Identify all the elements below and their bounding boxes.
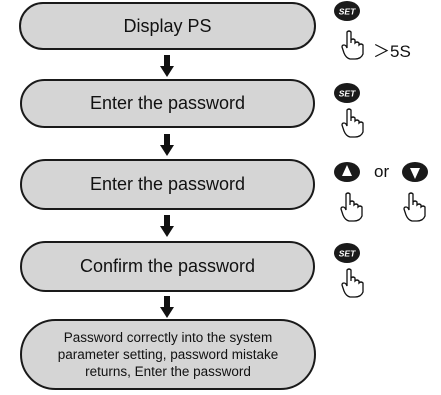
step-display-ps: Display PS (19, 2, 316, 50)
set-button-icon: SET (334, 83, 360, 103)
step-result: Password correctly into the system param… (20, 319, 316, 390)
pointing-hand-icon (403, 192, 426, 222)
pointing-hand-icon (341, 108, 364, 138)
step-label: Password correctly into the system param… (57, 330, 279, 379)
or-text: or (374, 162, 390, 181)
step-label: Display PS (123, 15, 212, 36)
step-confirm-password: Confirm the password (20, 241, 315, 292)
step-enter-password-arrows: Enter the password (20, 159, 315, 210)
down-button-icon (402, 162, 428, 182)
set-button-label: SET (339, 89, 356, 99)
step-enter-password: Enter the password (20, 79, 315, 128)
step-label: Enter the password (89, 93, 246, 113)
set-button-icon: SET (334, 1, 360, 21)
down-arrow-icon (160, 215, 174, 237)
set-button-icon: SET (334, 243, 360, 263)
down-arrow-icon (160, 134, 174, 156)
step-label: Confirm the password (79, 256, 256, 276)
step-label: Enter the password (89, 174, 246, 194)
set-button-label: SET (339, 7, 356, 17)
pointing-hand-icon (340, 192, 363, 222)
hold-duration-label: ＞5S (373, 42, 411, 61)
pointing-hand-icon (341, 268, 364, 298)
up-button-icon (334, 162, 360, 182)
down-arrow-icon (160, 55, 174, 77)
down-arrow-icon (160, 296, 174, 318)
set-button-label: SET (339, 249, 356, 259)
pointing-hand-icon (341, 30, 364, 60)
